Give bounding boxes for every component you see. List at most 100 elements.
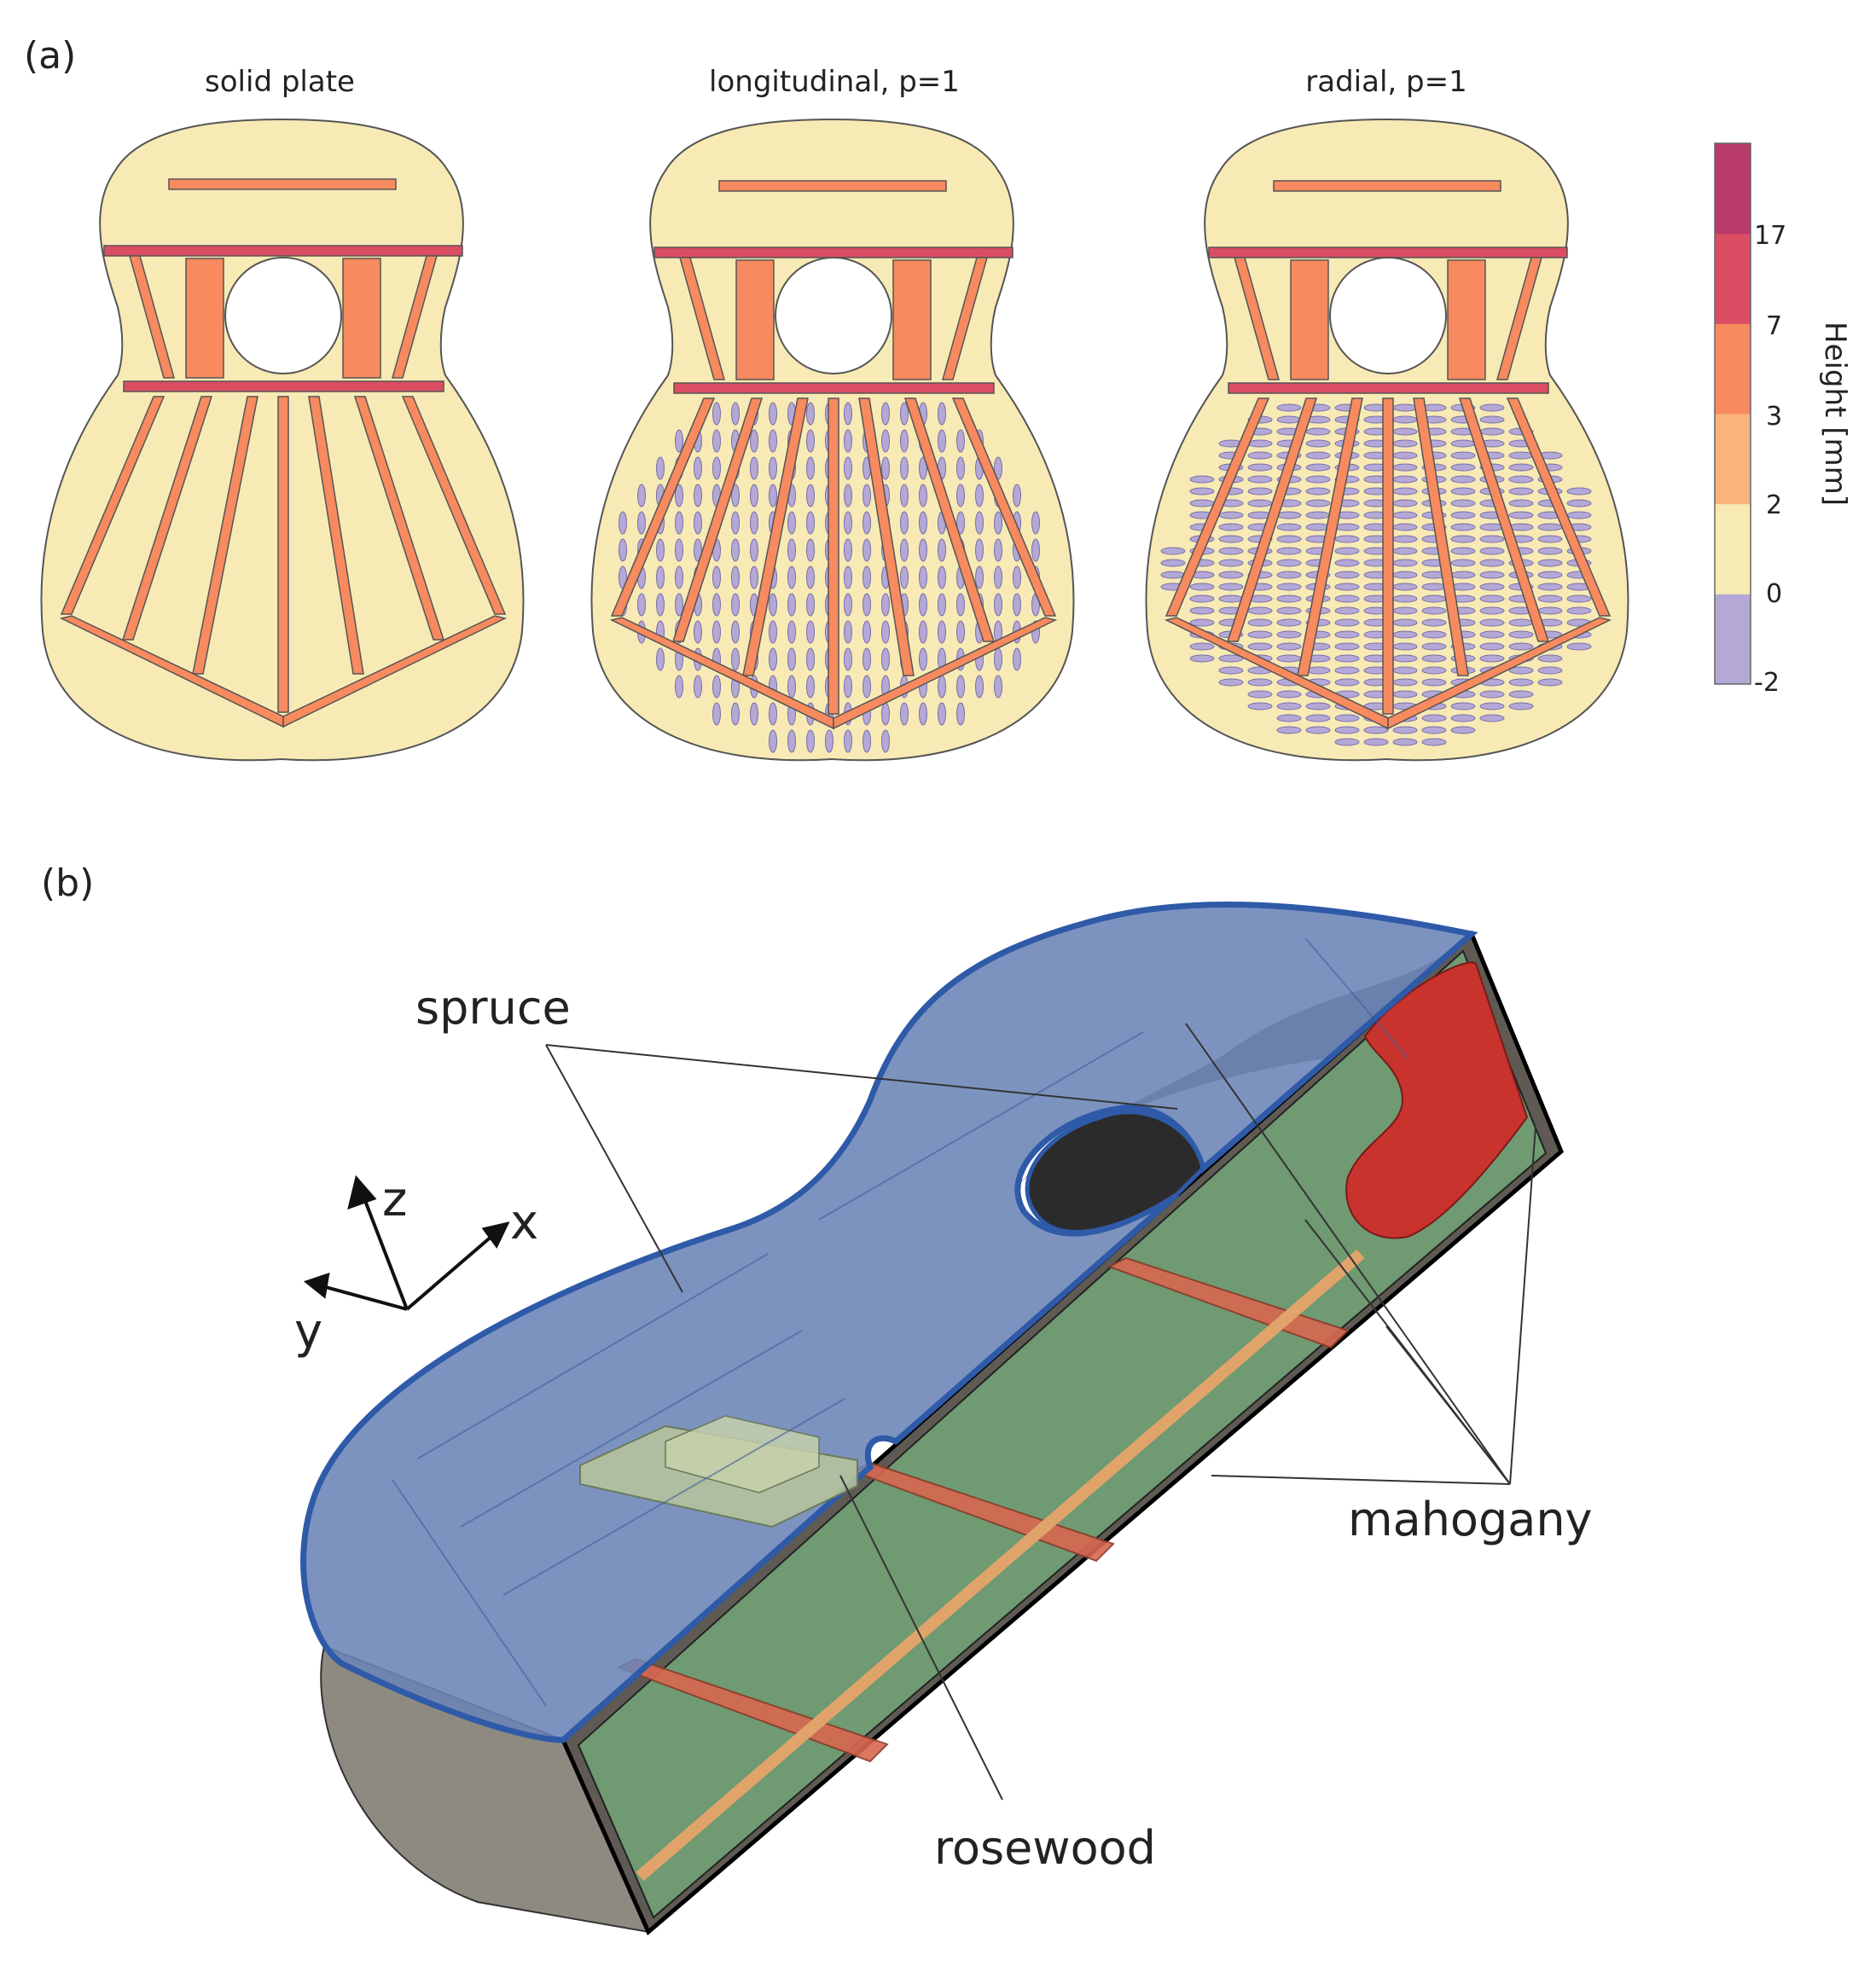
hole — [1537, 523, 1563, 531]
hole — [731, 538, 740, 562]
hole — [919, 620, 927, 644]
hole — [1305, 702, 1331, 710]
hole — [1276, 403, 1302, 412]
hole — [1305, 511, 1331, 519]
colorbar-tick-3: 3 — [1766, 402, 1782, 432]
brace-lower-transverse — [1228, 382, 1549, 394]
hole — [694, 484, 702, 508]
hole — [769, 484, 777, 508]
hole — [1276, 547, 1302, 555]
hole — [938, 675, 946, 699]
hole — [994, 647, 1002, 671]
hole — [1334, 535, 1360, 543]
hole — [619, 511, 627, 535]
hole — [787, 566, 796, 589]
brace-upper-transverse — [653, 246, 1014, 258]
hole — [1421, 666, 1447, 675]
hole — [637, 593, 646, 617]
hole — [1305, 487, 1331, 496]
brace-soundhole-right — [342, 258, 381, 379]
hole — [1334, 738, 1360, 746]
hole — [956, 593, 965, 617]
hole — [919, 702, 927, 726]
hole — [1363, 738, 1389, 746]
hole — [806, 566, 815, 589]
axis-label-x: x — [510, 1195, 538, 1250]
hole — [1334, 714, 1360, 722]
hole — [1305, 451, 1331, 460]
hole — [1421, 654, 1447, 663]
hole — [956, 429, 965, 453]
hole — [1392, 630, 1418, 639]
hole — [900, 456, 909, 480]
hole — [1479, 606, 1505, 615]
hole — [1334, 559, 1360, 567]
hole — [769, 702, 777, 726]
hole — [1305, 439, 1331, 448]
leader-lines — [545, 1023, 1536, 1801]
hole — [1334, 642, 1360, 651]
hole — [656, 647, 665, 671]
hole — [1305, 714, 1331, 722]
label-rosewood: rosewood — [934, 1821, 1156, 1875]
brace-soundhole-left — [1290, 259, 1329, 380]
hole — [1450, 714, 1476, 722]
hole — [1566, 594, 1592, 603]
hole — [1421, 606, 1447, 615]
hole — [1276, 606, 1302, 615]
hole — [1247, 702, 1273, 710]
hole — [1189, 654, 1215, 663]
hole — [1479, 535, 1505, 543]
hole — [900, 511, 909, 535]
hole — [731, 511, 740, 535]
hole — [1334, 726, 1360, 734]
hole — [1392, 618, 1418, 627]
hole — [769, 456, 777, 480]
hole — [900, 402, 909, 426]
brace-lower-transverse — [123, 380, 444, 392]
brace-soundhole-left — [735, 259, 775, 380]
colorbar-level — [1715, 594, 1751, 685]
hole — [844, 538, 852, 562]
hole — [1508, 618, 1534, 627]
hole — [1450, 535, 1476, 543]
hole — [919, 566, 927, 589]
hole — [656, 566, 665, 589]
colorbar-frame — [1714, 142, 1751, 685]
hole — [806, 402, 815, 426]
hole — [1189, 583, 1215, 591]
hole — [919, 538, 927, 562]
hole — [1450, 511, 1476, 519]
hole — [1508, 487, 1534, 496]
hole — [1247, 642, 1273, 651]
hole — [750, 538, 758, 562]
hole — [1189, 594, 1215, 603]
colorbar-levels — [1715, 143, 1751, 685]
hole — [1392, 511, 1418, 519]
hole — [1537, 571, 1563, 579]
hole — [787, 647, 796, 671]
hole — [844, 647, 852, 671]
hole — [1392, 463, 1418, 472]
hole — [637, 511, 646, 535]
colorbar-level — [1715, 143, 1751, 235]
hole — [712, 456, 721, 480]
hole — [1276, 702, 1302, 710]
hole — [1421, 630, 1447, 639]
hole — [1276, 523, 1302, 531]
hole — [881, 593, 890, 617]
hole — [1566, 511, 1592, 519]
hole — [1247, 630, 1273, 639]
colorbar-level — [1715, 233, 1751, 324]
hole — [938, 702, 946, 726]
hole — [1218, 678, 1244, 687]
hole — [806, 511, 815, 535]
hole — [750, 511, 758, 535]
hole — [1508, 678, 1534, 687]
hole — [956, 456, 965, 480]
hole — [1537, 594, 1563, 603]
hole — [1450, 523, 1476, 531]
hole — [656, 538, 665, 562]
hole — [1334, 618, 1360, 627]
hole — [731, 702, 740, 726]
